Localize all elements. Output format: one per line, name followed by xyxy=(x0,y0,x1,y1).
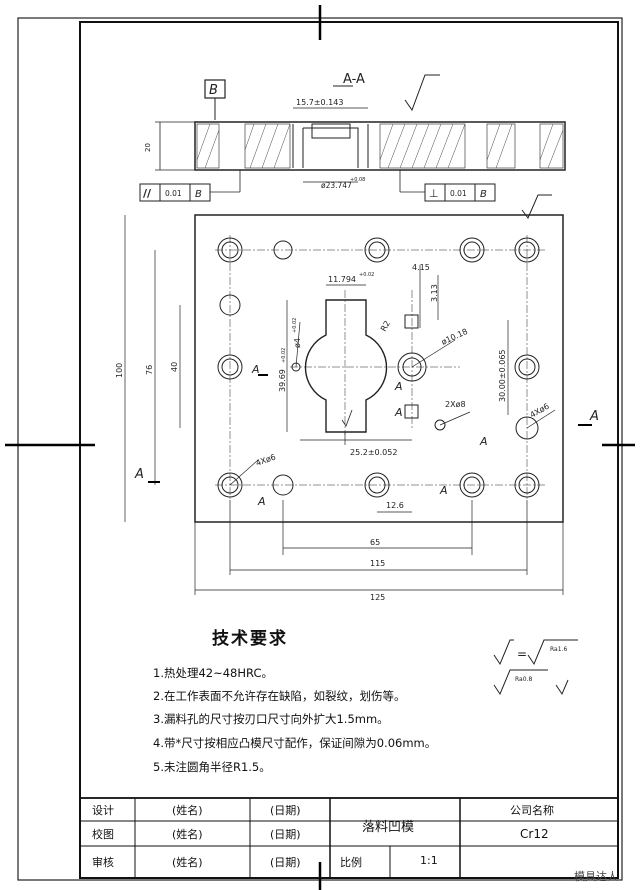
ra-1: Ra1.6 xyxy=(550,646,567,653)
dim-bottom: ø23.747 xyxy=(321,181,352,190)
watermark: 模具达人 xyxy=(574,870,618,883)
roughness-legend: = Ra1.6 Ra0.8 xyxy=(493,639,578,696)
dim-40: 40 xyxy=(170,362,179,372)
roughness-mark xyxy=(521,194,552,219)
section-view: A-A B 15.7±0.143 20 xyxy=(139,72,566,202)
dim-horiz-252: 25.2±0.052 xyxy=(350,448,397,457)
parallelism-datum: B xyxy=(195,189,202,200)
perp-datum: B xyxy=(480,189,487,200)
tb-design-name: (姓名) xyxy=(172,804,203,817)
tech-item-5: 5.未注圆角半径R1.5。 xyxy=(153,760,271,774)
dim-slot-height: 39.69 xyxy=(278,369,287,392)
dim-horiz-126: 12.6 xyxy=(386,501,404,510)
dim-125: 125 xyxy=(370,593,385,602)
dim-100: 100 xyxy=(115,363,124,378)
svg-text:=: = xyxy=(517,647,527,661)
dim-small-hole-tol: +0.02 xyxy=(292,318,298,333)
tb-check-name: (姓名) xyxy=(172,828,203,841)
tb-design-date: (日期) xyxy=(270,804,301,817)
tb-review: 审核 xyxy=(92,856,114,869)
tb-part-name: 落料凹模 xyxy=(362,820,415,835)
parallelism-symbol: // xyxy=(143,187,152,200)
section-a-mark-2: A xyxy=(257,495,266,508)
tb-design: 设计 xyxy=(92,804,114,817)
tech-item-4: 4.带*尺寸按相应凸模尺寸配作，保证间隙为0.06mm。 xyxy=(153,736,437,750)
dim-115: 115 xyxy=(370,559,385,568)
dim-slot-width: 11.794 xyxy=(328,275,356,284)
tb-review-name: (姓名) xyxy=(172,856,203,869)
tech-item-1: 1.热处理42~48HRC。 xyxy=(153,666,273,680)
dim-76: 76 xyxy=(145,365,154,375)
section-a-mark-4: A xyxy=(479,435,488,448)
ra-2: Ra0.8 xyxy=(515,676,532,683)
dim-three-x: 4Xø6 xyxy=(255,452,277,467)
dim-slot-height-tol: +0.02 xyxy=(281,348,287,363)
section-a-mark-3: A xyxy=(439,484,448,497)
section-a-mark: A xyxy=(251,363,260,376)
dim-hole-1018: ø10.18 xyxy=(440,327,469,347)
dim-vert-30: 30.00±0.065 xyxy=(498,349,507,402)
tb-company: 公司名称 xyxy=(510,804,554,817)
perp-symbol: ⊥ xyxy=(429,187,439,200)
plate-outline xyxy=(194,214,564,523)
tech-title: 技术要求 xyxy=(212,629,288,649)
dim-small-hole: ø4 xyxy=(293,338,302,348)
parallelism-value: 0.01 xyxy=(165,189,182,198)
title-block xyxy=(79,797,619,879)
dim-thickness: 20 xyxy=(144,143,152,152)
dim-415: 4.15 xyxy=(412,263,430,272)
plan-view: 11.794 +0.02 39.69 +0.02 ø4 +0.02 R2 4.1… xyxy=(115,214,599,602)
section-title: A-A xyxy=(343,72,365,87)
dim-313: 3.13 xyxy=(430,284,439,302)
dim-four-x: 4Xø6 xyxy=(529,402,551,420)
section-a-right: A xyxy=(589,409,599,424)
dim-small-radius: R2 xyxy=(379,319,392,333)
dim-top: 15.7±0.143 xyxy=(296,98,343,107)
datum-b-label: B xyxy=(209,83,218,98)
tb-check: 校图 xyxy=(92,828,114,841)
tb-review-date: (日期) xyxy=(270,856,301,869)
tb-check-date: (日期) xyxy=(270,828,301,841)
tb-scale-label: 比例 xyxy=(340,856,362,869)
dim-two-x: 2Xø8 xyxy=(445,400,466,409)
perp-value: 0.01 xyxy=(450,189,467,198)
dim-65: 65 xyxy=(370,538,380,547)
dim-bottom-tol: +0.08 xyxy=(350,177,365,183)
tech-item-3: 3.漏料孔的尺寸按刃口尺寸向外扩大1.5mm。 xyxy=(153,712,389,726)
section-a-mark-5: A xyxy=(394,406,403,419)
cavity-slot xyxy=(304,299,388,433)
section-a-mark-6: A xyxy=(394,380,403,393)
tb-scale-value: 1:1 xyxy=(420,854,438,867)
section-a-left: A xyxy=(134,467,144,482)
tb-material: Cr12 xyxy=(520,827,549,841)
dim-slot-width-tol: +0.02 xyxy=(359,272,374,278)
tech-item-2: 2.在工作表面不允许存在缺陷，如裂纹，划伤等。 xyxy=(153,689,406,703)
